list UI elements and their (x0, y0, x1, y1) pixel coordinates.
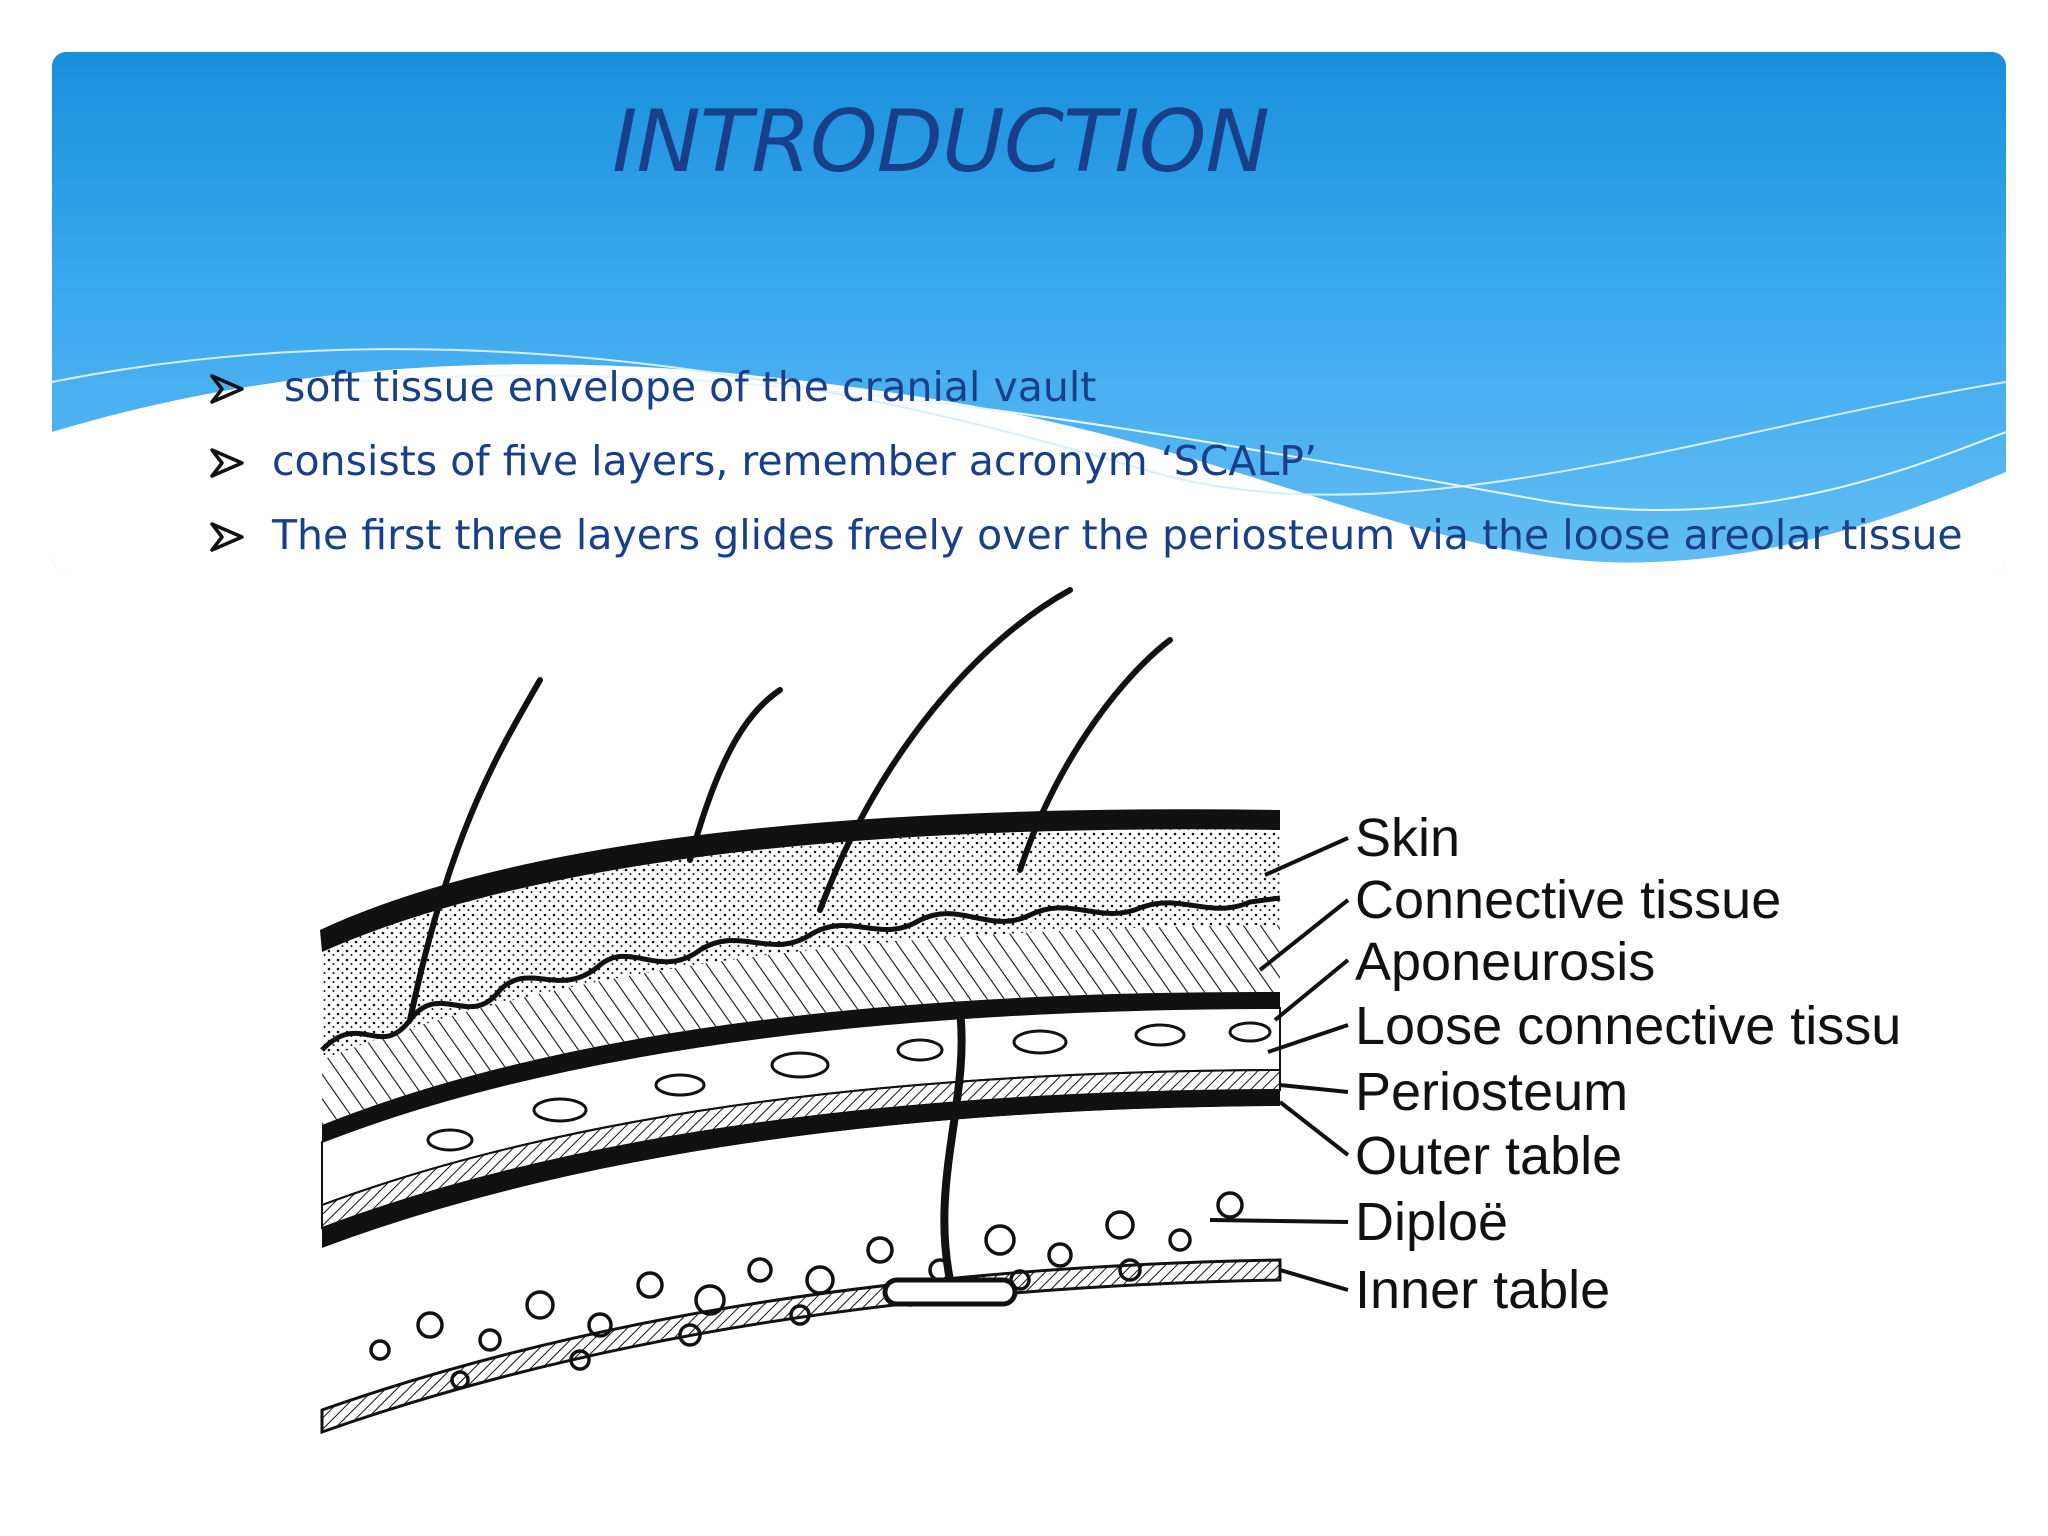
outer-table-layer (322, 1090, 1280, 1248)
aponeurosis-layer (322, 925, 1280, 1125)
diagram-label: Inner table (1355, 1260, 1610, 1320)
diagram-label: Connective tissue (1355, 870, 1781, 930)
slide-title: INTRODUCTION (612, 92, 1270, 192)
inner-table-layer (320, 1258, 1282, 1435)
bullet-text: soft tissue envelope of the cranial vaul… (284, 363, 1097, 411)
bullet-text: The first three layers glides freely ove… (272, 511, 1963, 559)
scalp-layers-diagram: Skin Connective tissue Aponeurosis Loose… (300, 580, 1931, 1480)
diagram-label: Loose connective tissue (1355, 996, 1900, 1056)
scalp-layers-illustration: Skin Connective tissue Aponeurosis Loose… (320, 587, 1931, 1435)
diagram-label: Aponeurosis (1355, 932, 1655, 992)
diagram-label: Skin (1355, 808, 1460, 868)
connective-tissue-layer (322, 829, 1280, 1060)
diagram-label: Diploë (1355, 1192, 1508, 1252)
header-band (52, 52, 2006, 572)
bullet-item: consists of five layers, remember acrony… (210, 430, 1970, 504)
diploe-layer (322, 1106, 1280, 1410)
bullet-list: soft tissue envelope of the cranial vaul… (210, 356, 1970, 588)
bullet-item: The first three layers glides freely ove… (210, 504, 1970, 578)
bullet-item: soft tissue envelope of the cranial vaul… (210, 356, 1970, 430)
diagram-label: Periosteum (1355, 1062, 1628, 1122)
arrow-bullet-icon (210, 522, 244, 552)
wave-decoration (52, 348, 2006, 572)
skin-layer (320, 809, 1280, 952)
bullet-text: consists of five layers, remember acrony… (272, 437, 1318, 485)
arrow-bullet-icon (210, 374, 244, 404)
arrow-bullet-icon (210, 448, 244, 478)
diagram-label: Outer table (1355, 1126, 1622, 1186)
